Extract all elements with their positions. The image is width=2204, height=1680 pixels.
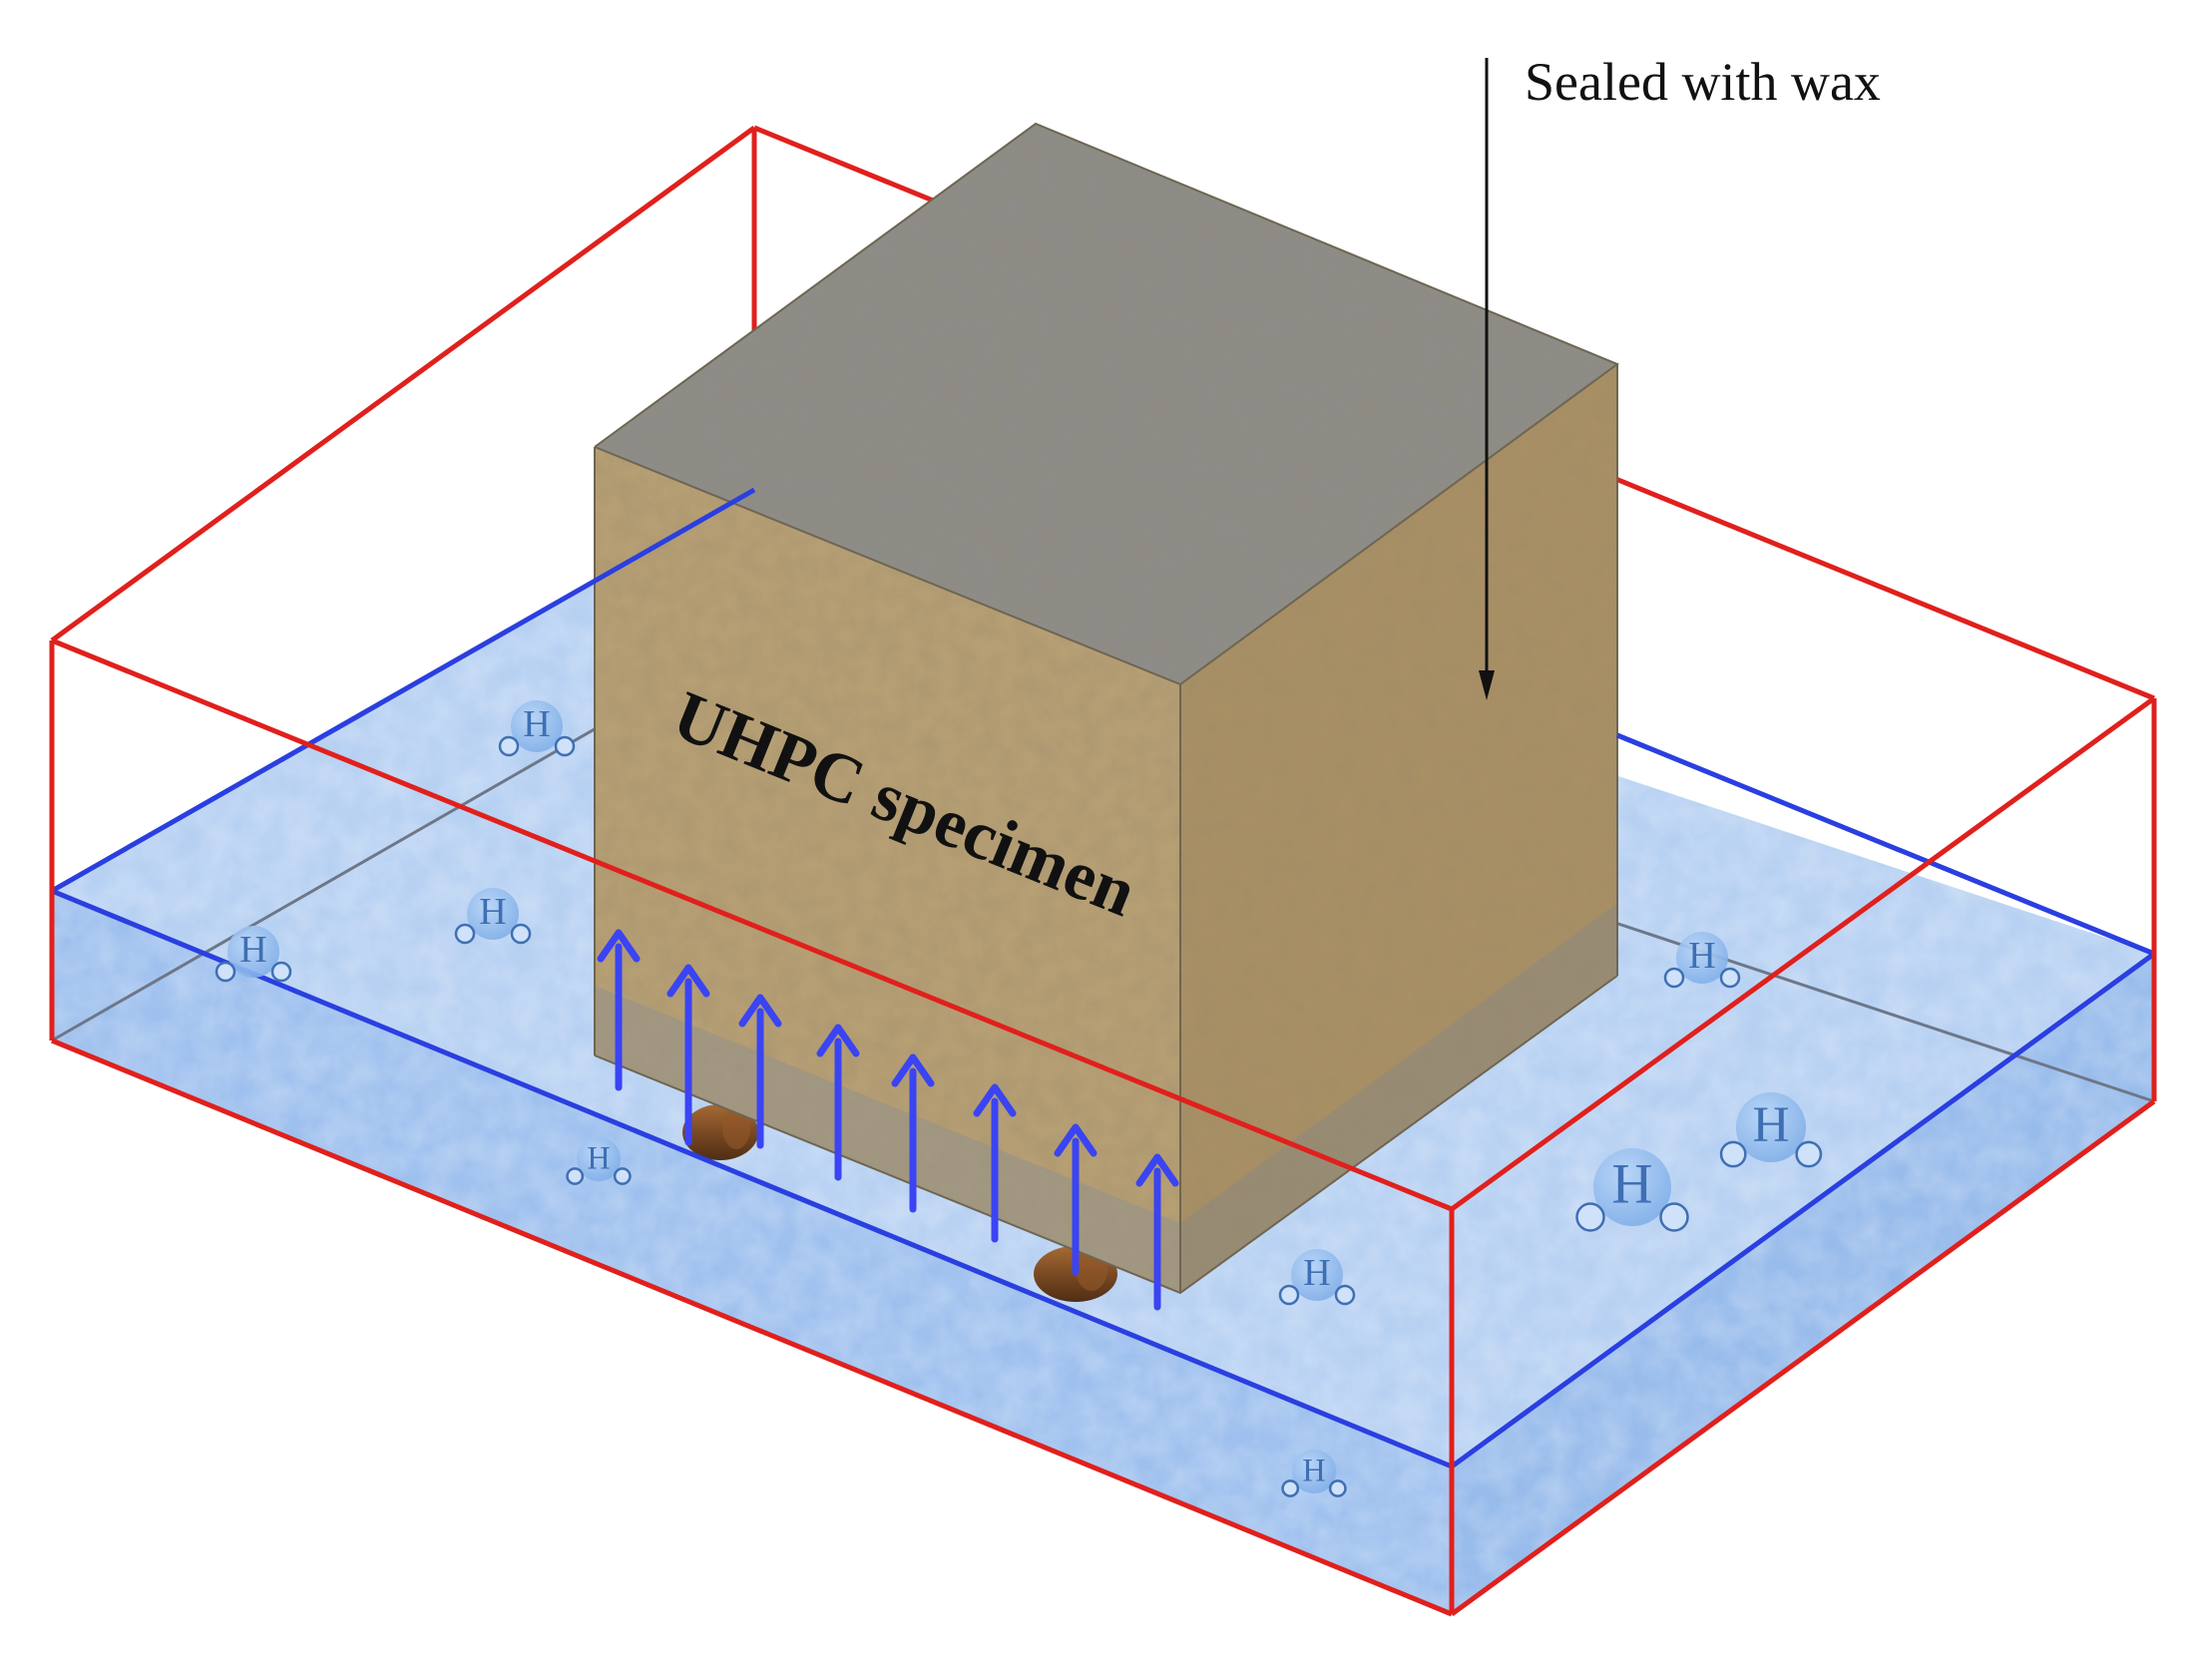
callout-label: Sealed with wax [1525, 52, 1881, 112]
molecule-symbol: H [523, 703, 550, 745]
water-molecule-icon: H [215, 926, 292, 983]
callout-arrow [1479, 58, 1495, 700]
water-molecule-icon: H [1719, 1091, 1823, 1168]
molecule-symbol: H [1611, 1153, 1652, 1216]
container-front-edges [49, 637, 2157, 1617]
water-molecule-icon: H [1575, 1148, 1689, 1232]
wet-band-side [1180, 903, 1617, 1293]
molecule-symbol: H [1302, 1452, 1325, 1487]
water-level-line [50, 487, 2156, 1470]
capillary-rise-arrow-icon [891, 1053, 935, 1213]
water-molecules: H H H H H H H H H [215, 700, 1823, 1497]
capillary-rise-arrow-icon [738, 994, 782, 1149]
molecule-symbol: H [1303, 1252, 1330, 1294]
molecule-symbol: H [587, 1139, 610, 1175]
capillary-rise-arrow-icon [1135, 1153, 1179, 1311]
water-molecule-icon: H [1663, 932, 1741, 989]
water-molecule-icon: H [566, 1136, 632, 1185]
capillary-rise-arrow-icon [597, 929, 641, 1091]
molecule-symbol: H [1688, 935, 1715, 977]
capillary-rise-arrow-icon [973, 1083, 1017, 1243]
capillary-rise-arrow-icon [1054, 1123, 1098, 1276]
molecule-symbol: H [1752, 1096, 1789, 1153]
uhpc-specimen [594, 122, 1620, 1295]
molecule-symbol: H [239, 929, 266, 971]
water-molecule-icon: H [454, 888, 532, 945]
capillary-rise-arrows [597, 929, 1179, 1311]
water-molecule-icon: H [1281, 1449, 1347, 1497]
water-molecule-icon: H [498, 700, 576, 757]
capillary-rise-arrow-icon [816, 1024, 860, 1181]
water-molecule-icon: H [1278, 1249, 1356, 1306]
wet-band-front [595, 986, 1180, 1293]
molecule-symbol: H [479, 891, 506, 933]
capillary-rise-arrow-icon [666, 964, 710, 1146]
